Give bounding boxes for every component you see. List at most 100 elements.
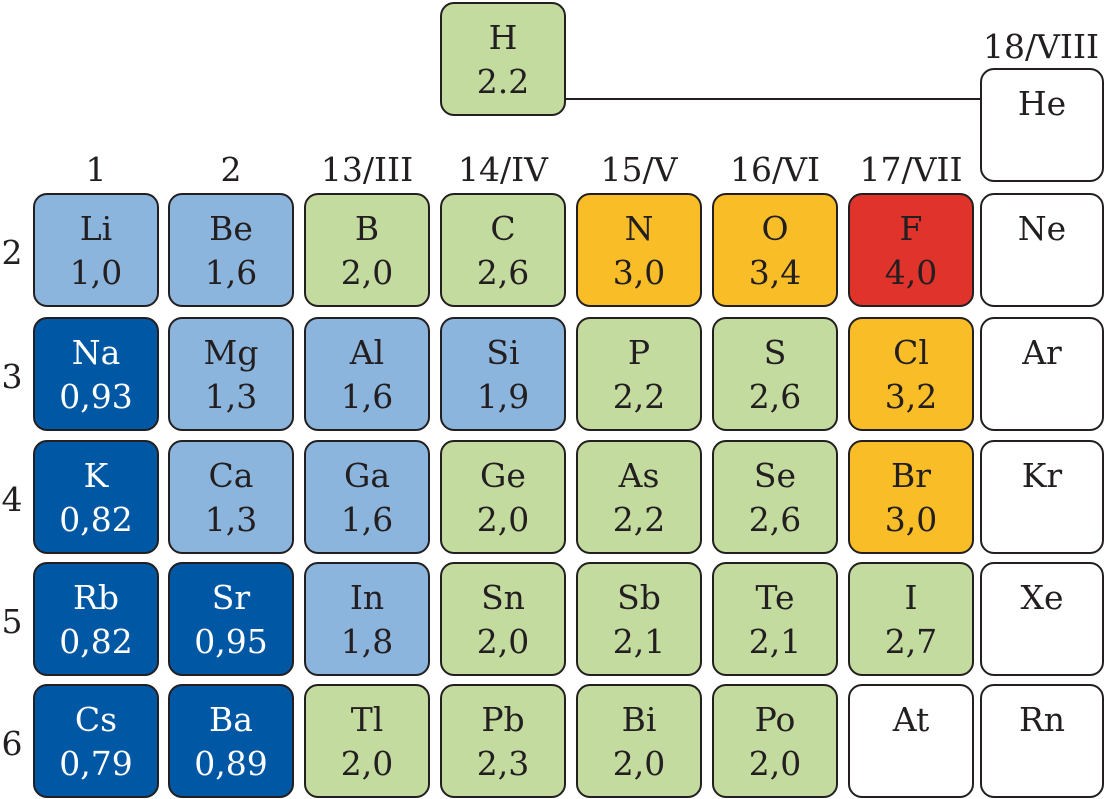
element-symbol: B (354, 209, 380, 248)
electronegativity-value: 0,93 (59, 376, 133, 416)
element-cell-b: B 2,0 (304, 193, 430, 307)
element-symbol: K (83, 456, 109, 495)
element-symbol: N (624, 209, 654, 248)
electronegativity-value: 3,2 (884, 376, 938, 416)
element-cell-ne: Ne (980, 193, 1104, 307)
element-symbol: Be (209, 209, 253, 248)
element-symbol: S (763, 333, 787, 372)
element-symbol: Cl (893, 333, 929, 372)
element-cell-ga: Ga 1,6 (304, 440, 430, 554)
group-label: 16/VI (730, 150, 820, 189)
electronegativity-value: 3,4 (748, 252, 802, 292)
period-label: 4 (1, 480, 23, 519)
element-symbol: Rb (73, 578, 119, 617)
group-label: 17/VII (859, 150, 963, 189)
element-symbol: As (618, 456, 660, 495)
element-symbol: Tl (350, 700, 384, 739)
element-symbol: Si (486, 333, 520, 372)
electronegativity-value: 2,6 (748, 376, 802, 416)
electronegativity-value: 1,9 (476, 376, 530, 416)
element-cell-cl: Cl 3,2 (848, 317, 974, 431)
electronegativity-value: 2,0 (612, 743, 666, 783)
electronegativity-value: 2,1 (748, 621, 802, 661)
element-symbol: Na (71, 333, 121, 372)
group-label: 14/IV (458, 150, 548, 189)
electronegativity-value: 4,0 (884, 252, 938, 292)
electronegativity-value: 1,3 (204, 499, 258, 539)
electronegativity-value: 1,3 (204, 376, 258, 416)
element-symbol: Ge (480, 456, 526, 495)
electronegativity-value: 2,6 (748, 499, 802, 539)
element-cell-he: He (980, 68, 1104, 182)
element-cell-te: Te 2,1 (712, 562, 838, 676)
element-symbol: In (349, 578, 385, 617)
element-cell-mg: Mg 1,3 (168, 317, 294, 431)
element-symbol: I (904, 578, 918, 617)
element-cell-be: Be 1,6 (168, 193, 294, 307)
element-symbol: Ar (1022, 333, 1062, 372)
element-symbol: Te (755, 578, 795, 617)
period-label: 3 (1, 357, 23, 396)
element-cell-f: F 4,0 (848, 193, 974, 307)
element-cell-cs: Cs 0,79 (33, 684, 159, 798)
element-cell-br: Br 3,0 (848, 440, 974, 554)
element-cell-rb: Rb 0,82 (33, 562, 159, 676)
electronegativity-value: 2,1 (612, 621, 666, 661)
electronegativity-value: 2.2 (476, 61, 530, 101)
element-symbol: Pb (481, 700, 525, 739)
electronegativity-value: 3,0 (612, 252, 666, 292)
electronegativity-value: 1,6 (204, 252, 258, 292)
element-cell-o: O 3,4 (712, 193, 838, 307)
element-cell-ar: Ar (980, 317, 1104, 431)
element-cell-ca: Ca 1,3 (168, 440, 294, 554)
element-symbol: F (899, 209, 923, 248)
element-cell-s: S 2,6 (712, 317, 838, 431)
electronegativity-value: 2,0 (340, 252, 394, 292)
period-label: 6 (1, 724, 23, 763)
element-symbol: Mg (203, 333, 259, 372)
element-cell-sb: Sb 2,1 (576, 562, 702, 676)
element-symbol: C (490, 209, 516, 248)
electronegativity-value: 3,0 (884, 499, 938, 539)
element-cell-rn: Rn (980, 684, 1104, 798)
element-symbol: Ba (209, 700, 253, 739)
group-label: 18/VIII (982, 27, 1100, 66)
element-cell-n: N 3,0 (576, 193, 702, 307)
electronegativity-value: 1,6 (340, 499, 394, 539)
element-symbol: Sb (617, 578, 661, 617)
electronegativity-value: 1,0 (69, 252, 123, 292)
electronegativity-value: 0,82 (59, 621, 133, 661)
element-symbol: O (761, 209, 789, 248)
element-symbol: Cs (74, 700, 118, 739)
element-symbol: Xe (1020, 578, 1064, 617)
element-symbol: Po (754, 700, 796, 739)
group-label: 15/V (600, 150, 678, 189)
group-label: 1 (85, 150, 107, 189)
element-symbol: Ga (343, 456, 391, 495)
element-cell-xe: Xe (980, 562, 1104, 676)
group-label: 13/III (320, 150, 414, 189)
element-symbol: At (892, 700, 930, 739)
element-symbol: Br (890, 456, 932, 495)
element-symbol: Ca (208, 456, 254, 495)
element-cell-na: Na 0,93 (33, 317, 159, 431)
electronegativity-value: 0,79 (59, 743, 133, 783)
element-symbol: Ne (1017, 209, 1067, 248)
element-cell-kr: Kr (980, 440, 1104, 554)
period-label: 2 (1, 233, 23, 272)
